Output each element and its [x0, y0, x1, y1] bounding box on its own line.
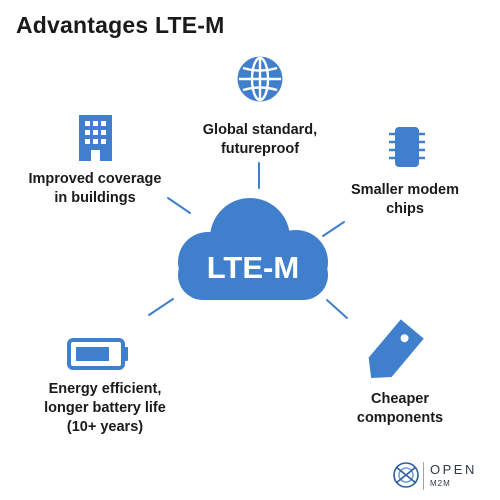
- connector-line: [148, 298, 174, 316]
- globe-icon: [237, 56, 283, 102]
- logo-wordmark: OPEN: [430, 462, 477, 477]
- logo-divider: [423, 462, 424, 490]
- advantage-line: in buildings: [54, 190, 136, 206]
- advantage-line: Global standard,: [202, 122, 318, 138]
- battery-icon: [67, 338, 128, 370]
- cloud-center-label: LTE-M: [206, 250, 300, 285]
- page-title: Advantages LTE-M: [16, 12, 225, 38]
- advantage-line: futureproof: [220, 141, 300, 157]
- advantage-global-standard: Global standard, futureproof: [185, 121, 335, 159]
- advantage-line: Smaller modem: [351, 182, 459, 198]
- connector-line: [326, 299, 348, 319]
- advantage-improved-coverage: Improved coverage in buildings: [15, 170, 175, 208]
- advantage-smaller-chips: Smaller modem chips: [335, 181, 475, 219]
- advantage-line: longer battery life: [44, 400, 166, 416]
- advantage-energy-efficient: Energy efficient, longer battery life (1…: [20, 380, 190, 437]
- chip-icon: [389, 127, 425, 167]
- openm2m-logo-icon: [393, 462, 419, 488]
- logo-subtext: M2M: [430, 479, 451, 488]
- cloud-shape: [178, 198, 328, 300]
- price-tag-icon: [368, 319, 424, 379]
- advantage-line: Improved coverage: [28, 171, 162, 187]
- connector-line: [167, 197, 191, 214]
- advantage-line: Energy efficient,: [48, 381, 162, 397]
- advantage-line: chips: [386, 201, 424, 217]
- connector-line: [322, 221, 345, 237]
- advantage-cheaper-components: Cheaper components: [330, 390, 470, 428]
- building-icon: [79, 115, 112, 161]
- advantage-line: components: [356, 410, 444, 426]
- advantage-line: (10+ years): [66, 419, 144, 435]
- advantage-line: Cheaper: [370, 391, 430, 407]
